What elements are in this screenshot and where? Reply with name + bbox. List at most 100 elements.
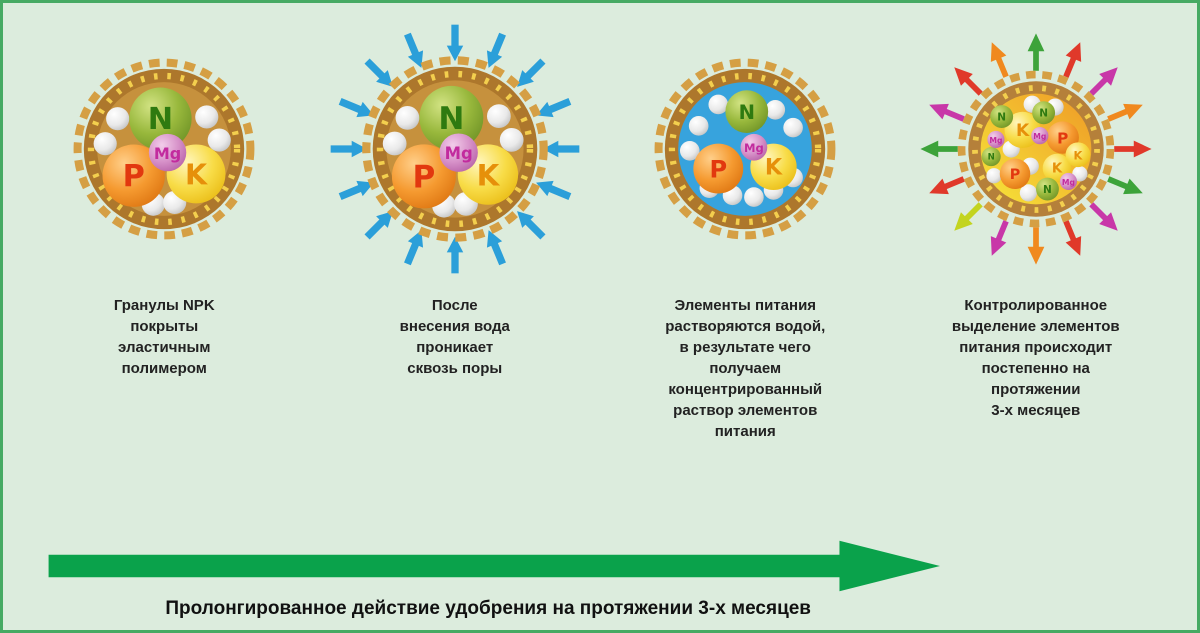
- release-arrow: [1105, 98, 1144, 126]
- polymer-outer-dashes: [654, 58, 836, 240]
- release-arrow: [949, 199, 985, 235]
- nutrient-letter-p: P: [412, 159, 435, 195]
- nutrient-ball-mg: Mg: [740, 133, 768, 161]
- granule-dissolving: N P K Mg: [654, 58, 836, 240]
- water-arrow: [447, 25, 463, 62]
- nutrient-letter-p: P: [1057, 130, 1068, 148]
- nutrient-ball-n: N: [1035, 177, 1059, 201]
- release-arrow: [921, 141, 957, 156]
- shell-pores: [376, 70, 533, 228]
- release-arrow: [985, 40, 1013, 79]
- nutrient-ball-k: K: [1065, 142, 1091, 168]
- nutrient-letter-k: K: [1073, 149, 1083, 163]
- shell-pores: [971, 85, 1100, 213]
- filler-sphere: [195, 105, 219, 129]
- nutrient-letter-mg: Mg: [989, 136, 1002, 145]
- filler-sphere: [93, 132, 118, 156]
- release-arrow: [927, 98, 966, 126]
- nutrient-ball-n: N: [981, 147, 1001, 167]
- nutrient-ball-p: P: [391, 144, 456, 209]
- polymer-outer-dashes: [73, 58, 255, 240]
- nutrient-letter-k: K: [765, 155, 783, 181]
- stage-1: N P K Mg Гранулы NPK покры: [19, 13, 310, 538]
- nutrient-ball-mg: Mg: [439, 133, 478, 172]
- nutrient-ball-mg: Mg: [1059, 172, 1077, 191]
- granule-releasing: K P P K K: [912, 25, 1160, 273]
- nutrient-letter-mg: Mg: [744, 141, 764, 155]
- nutrient-ball-mg: Mg: [149, 133, 187, 172]
- filler-sphere: [395, 106, 420, 130]
- filler-sphere: [783, 117, 804, 138]
- nutrient-letter-mg: Mg: [1033, 132, 1046, 141]
- water-arrow: [511, 55, 548, 92]
- stage-4: K P P K K: [891, 13, 1182, 538]
- water-arrow: [337, 94, 377, 123]
- nutrient-ball-n: N: [129, 87, 192, 150]
- nutrient-letter-k: K: [476, 159, 500, 193]
- release-arrow: [1059, 218, 1087, 257]
- stage-1-caption: Гранулы NPK покрыты эластичным полимером: [113, 297, 215, 377]
- stage-2-art: N P K Mg: [327, 13, 583, 285]
- nutrient-letter-n: N: [438, 101, 464, 137]
- filler-sphere: [708, 94, 729, 115]
- timeline-caption: Пролонгированное действие удобрения на п…: [165, 598, 811, 619]
- filler-sphere: [986, 168, 1002, 184]
- stage-1-art: N P K Mg: [66, 13, 262, 285]
- stage-3: N P K Mg Элементы питания: [600, 13, 891, 538]
- stage-4-caption: Контролированное выделение элементов пит…: [951, 297, 1120, 419]
- filler-sphere: [689, 116, 709, 136]
- water-arrow: [447, 237, 463, 274]
- nutrient-letter-k: K: [185, 158, 208, 191]
- nutrient-ball-n: N: [989, 105, 1013, 129]
- nutrient-letter-mg: Mg: [154, 144, 181, 163]
- filler-sphere: [499, 127, 524, 152]
- nutrient-letter-k: K: [1016, 121, 1030, 141]
- release-arrow: [927, 172, 966, 200]
- nutrient-letter-n: N: [739, 101, 755, 124]
- nutrient-ball-p: P: [999, 158, 1031, 190]
- polymer-outer-dashes: [361, 56, 548, 242]
- water-arrow: [481, 227, 510, 267]
- nutrient-ball-p: P: [693, 143, 744, 194]
- stage-4-art: K P P K K: [912, 13, 1160, 285]
- nutrient-letter-p: P: [1010, 167, 1020, 183]
- granule-water-in: N P K Mg: [327, 21, 583, 277]
- nutrient-letter-k: K: [1052, 162, 1063, 177]
- stage-3-art: N P K Mg: [647, 13, 843, 285]
- nutrient-ball-n: N: [419, 85, 484, 150]
- nutrient-ball-mg: Mg: [1030, 127, 1049, 145]
- water-arrow: [533, 94, 573, 123]
- nutrient-ball-mg: Mg: [987, 130, 1005, 149]
- filler-sphere: [680, 140, 700, 161]
- timeline-arrow: [48, 540, 940, 592]
- nutrient-letter-mg: Mg: [1062, 178, 1075, 187]
- filler-sphere: [106, 107, 130, 131]
- filler-sphere: [1019, 184, 1037, 202]
- nutrient-letter-p: P: [710, 155, 728, 183]
- water-arrow: [543, 141, 580, 157]
- stages-row: N P K Mg Гранулы NPK покры: [19, 13, 1181, 538]
- release-arrow: [1105, 172, 1144, 200]
- shell-pores: [88, 72, 241, 226]
- nutrient-letter-mg: Mg: [444, 144, 472, 163]
- release-arrow: [1028, 227, 1043, 263]
- nutrient-letter-p: P: [123, 159, 145, 194]
- filler-sphere: [382, 131, 407, 156]
- nutrient-ball-n: N: [725, 90, 769, 133]
- filler-sphere: [486, 104, 511, 128]
- filler-sphere: [744, 187, 764, 207]
- nutrient-letter-n: N: [1039, 108, 1048, 120]
- water-arrow: [511, 205, 548, 242]
- release-arrow: [1086, 199, 1122, 235]
- stage-2-caption: После внесения вода проникает сквозь пор…: [399, 297, 510, 377]
- timeline-footer: Пролонгированное действие удобрения на п…: [19, 538, 1181, 622]
- stage-3-caption: Элементы питания растворяются водой, в р…: [665, 297, 826, 440]
- nutrient-letter-n: N: [987, 153, 994, 163]
- granule-coated: N P K Mg: [73, 58, 255, 240]
- release-arrow: [985, 218, 1013, 257]
- nutrient-ball-p: P: [102, 144, 166, 207]
- release-arrow: [1059, 40, 1087, 79]
- nutrient-ball-k: K: [1004, 111, 1041, 149]
- stage-2: N P K Mg После внесения во: [310, 13, 601, 538]
